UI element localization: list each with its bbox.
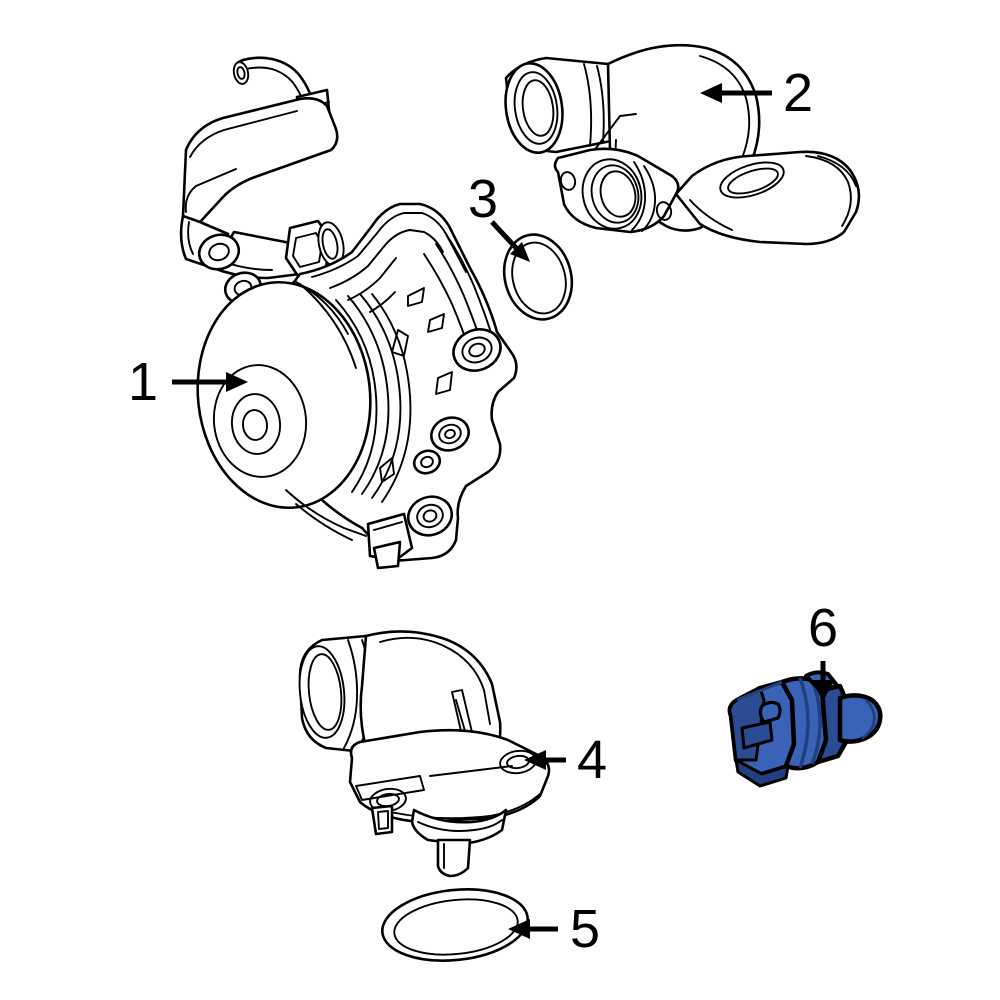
callout-label-2: 2 [783,63,814,123]
callout-arrows [172,83,834,939]
water-pump-hex-bolt-boss [284,219,345,278]
callout-arrow-4 [524,750,566,770]
part-4-thermostat-housing-assembly[interactable] [295,630,551,878]
water-pump-rear-casting [285,489,367,541]
callout-label-5: 5 [570,899,601,959]
coolant-pipe-middle-flange [553,113,680,234]
callout-arrow-3 [490,220,530,262]
callout-label-3: 3 [468,169,499,229]
callout-arrow-2 [700,83,772,103]
part-5-thermostat-seal-o-ring[interactable] [379,883,532,968]
coolant-pipe-lower-branch [674,150,861,246]
part-1-water-pump-assembly[interactable] [179,56,518,570]
water-pump-pulley [196,280,412,510]
part-6-engine-coolant-temperature-sensor[interactable] [727,670,883,788]
callout-label-1: 1 [128,352,159,412]
water-pump-upper-housing [179,97,339,280]
callout-arrow-5 [508,919,558,939]
thermostat-housing-flange [348,728,551,824]
callout-arrow-1 [172,372,248,392]
callout-label-4: 4 [577,730,608,790]
coolant-pipe-upper-outlet [504,56,618,155]
thermostat-valve-stem [370,804,508,878]
callout-arrow-6 [812,661,834,702]
callout-label-6: 6 [808,598,839,658]
